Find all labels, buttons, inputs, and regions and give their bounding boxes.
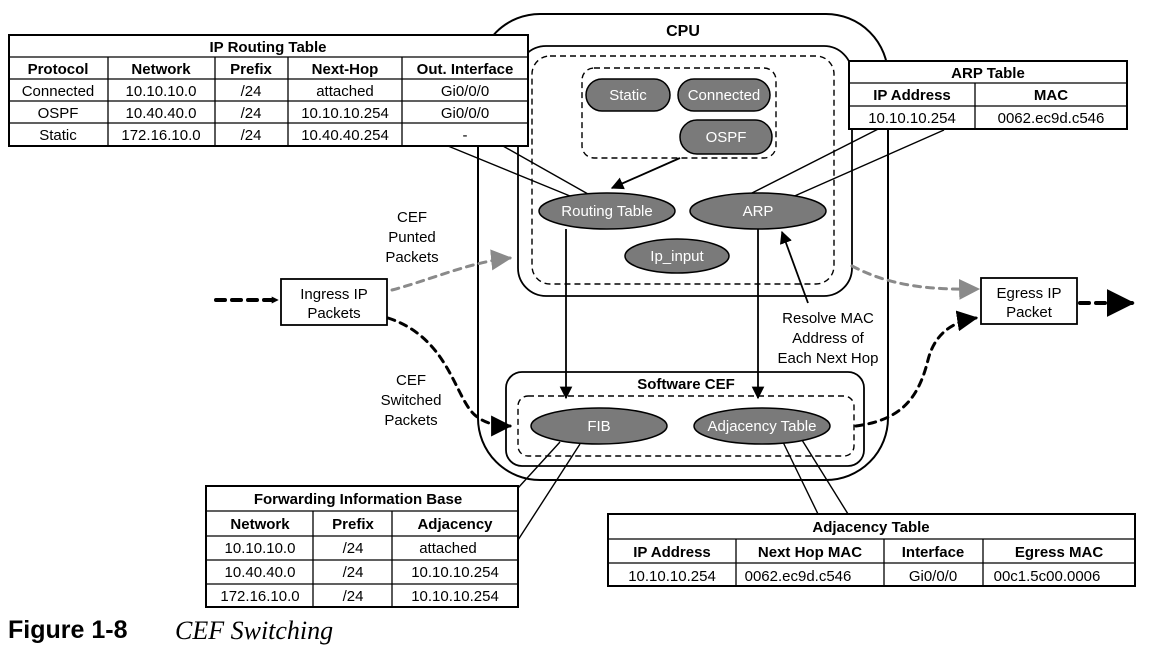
fib-table-title: Forwarding Information Base bbox=[254, 491, 462, 508]
table-cell: Connected bbox=[22, 83, 95, 100]
table-cell: /24 bbox=[241, 127, 262, 144]
flow-arrows bbox=[559, 157, 809, 400]
switched-line-1: CEF bbox=[396, 372, 426, 389]
fib-node bbox=[530, 407, 668, 445]
table-cell: /24 bbox=[343, 564, 364, 581]
cpu-dashed-region bbox=[531, 55, 835, 285]
table-cell: Gi0/0/0 bbox=[441, 105, 489, 122]
cef-switching-diagram: CPU Software CEF Static Connected OSPF R… bbox=[8, 13, 1136, 608]
ingress-packets-box bbox=[280, 278, 388, 326]
callout-lines bbox=[447, 119, 945, 541]
table-cell: Gi0/0/0 bbox=[441, 83, 489, 100]
col-header: IP Address bbox=[633, 544, 711, 561]
routing-table-label: Routing Table bbox=[561, 203, 652, 220]
table-cell: 10.40.40.0 bbox=[225, 564, 296, 581]
arp-table-title: ARP Table bbox=[951, 65, 1025, 82]
col-header: Prefix bbox=[230, 61, 272, 78]
col-header: Next-Hop bbox=[312, 61, 379, 78]
punted-line-1: CEF bbox=[397, 209, 427, 226]
table-cell: 10.10.10.0 bbox=[126, 83, 197, 100]
adjacency-table: Adjacency Table IP Address Next Hop MAC … bbox=[607, 513, 1136, 587]
table-cell: 10.10.10.254 bbox=[628, 568, 716, 585]
egress-line-2: Packet bbox=[1006, 304, 1053, 321]
col-header: IP Address bbox=[873, 87, 951, 104]
switched-line-3: Packets bbox=[384, 412, 437, 429]
resolve-line-1: Resolve MAC bbox=[782, 310, 874, 327]
static-route-source bbox=[585, 78, 671, 112]
table-cell: 00c1.5c00.0006 bbox=[994, 568, 1101, 585]
table-cell: 10.10.10.254 bbox=[411, 564, 499, 581]
packet-paths bbox=[214, 249, 1135, 437]
connected-label: Connected bbox=[688, 87, 761, 104]
punted-line-2: Punted bbox=[388, 229, 436, 246]
resolve-line-3: Each Next Hop bbox=[778, 350, 879, 367]
adjacency-label: Adjacency Table bbox=[708, 418, 817, 435]
figure-number: Figure 1-8 bbox=[8, 616, 128, 644]
table-cell: 10.10.10.254 bbox=[868, 110, 956, 127]
col-header: Out. Interface bbox=[417, 61, 514, 78]
connected-route-source bbox=[677, 78, 771, 112]
table-cell: /24 bbox=[241, 83, 262, 100]
static-label: Static bbox=[609, 87, 647, 104]
col-header: Network bbox=[131, 61, 191, 78]
ospf-route-source bbox=[679, 119, 773, 155]
switched-line-2: Switched bbox=[381, 392, 442, 409]
col-header: Adjacency bbox=[417, 516, 493, 533]
col-header: Protocol bbox=[28, 61, 89, 78]
table-cell: - bbox=[463, 127, 468, 144]
table-cell: attached bbox=[316, 83, 374, 100]
fib-label: FIB bbox=[587, 418, 610, 435]
table-cell: /24 bbox=[343, 540, 364, 557]
table-cell: 10.40.40.254 bbox=[301, 127, 389, 144]
arp-table: ARP Table IP Address MAC 10.10.10.254 00… bbox=[848, 60, 1128, 130]
arp-label: ARP bbox=[743, 203, 774, 220]
table-cell: 10.10.10.0 bbox=[225, 540, 296, 557]
col-header: Interface bbox=[902, 544, 965, 561]
table-cell: 10.10.10.254 bbox=[301, 105, 389, 122]
cpu-title: CPU bbox=[666, 23, 700, 40]
ip-routing-table-title: IP Routing Table bbox=[210, 39, 327, 56]
ip-input-label: Ip_input bbox=[650, 248, 704, 265]
col-header: Egress MAC bbox=[1015, 544, 1104, 561]
table-cell: 172.16.10.0 bbox=[121, 127, 200, 144]
table-cell: OSPF bbox=[38, 105, 79, 122]
table-cell: 10.10.10.254 bbox=[411, 588, 499, 605]
table-cell: Gi0/0/0 bbox=[909, 568, 957, 585]
egress-packet-box bbox=[980, 277, 1078, 325]
ip-input-node bbox=[624, 238, 730, 274]
table-cell: attached bbox=[419, 540, 477, 557]
figure-title: CEF Switching bbox=[175, 616, 334, 645]
table-cell: 172.16.10.0 bbox=[220, 588, 299, 605]
ospf-label: OSPF bbox=[706, 129, 747, 146]
route-sources-region bbox=[581, 67, 777, 159]
punted-line-3: Packets bbox=[385, 249, 438, 266]
table-cell: /24 bbox=[241, 105, 262, 122]
fib-table: Forwarding Information Base Network Pref… bbox=[205, 485, 519, 608]
software-cef-dashed-region bbox=[517, 395, 855, 457]
routing-table-node bbox=[538, 192, 676, 230]
adjacency-node bbox=[693, 407, 831, 445]
egress-line-1: Egress IP bbox=[996, 285, 1061, 302]
col-header: MAC bbox=[1034, 87, 1068, 104]
col-header: Next Hop MAC bbox=[758, 544, 862, 561]
table-cell: /24 bbox=[343, 588, 364, 605]
col-header: Prefix bbox=[332, 516, 374, 533]
resolve-line-2: Address of bbox=[792, 330, 865, 347]
table-cell: Static bbox=[39, 127, 77, 144]
adjacency-table-title: Adjacency Table bbox=[812, 519, 929, 536]
table-cell: 0062.ec9d.c546 bbox=[745, 568, 852, 585]
ingress-line-2: Packets bbox=[307, 305, 360, 322]
table-cell: 10.40.40.0 bbox=[126, 105, 197, 122]
table-cell: 0062.ec9d.c546 bbox=[998, 110, 1105, 127]
ingress-line-1: Ingress IP bbox=[300, 286, 368, 303]
software-cef-title: Software CEF bbox=[637, 376, 735, 393]
ip-routing-table: IP Routing Table Protocol Network Prefix… bbox=[8, 34, 529, 147]
col-header: Network bbox=[230, 516, 290, 533]
